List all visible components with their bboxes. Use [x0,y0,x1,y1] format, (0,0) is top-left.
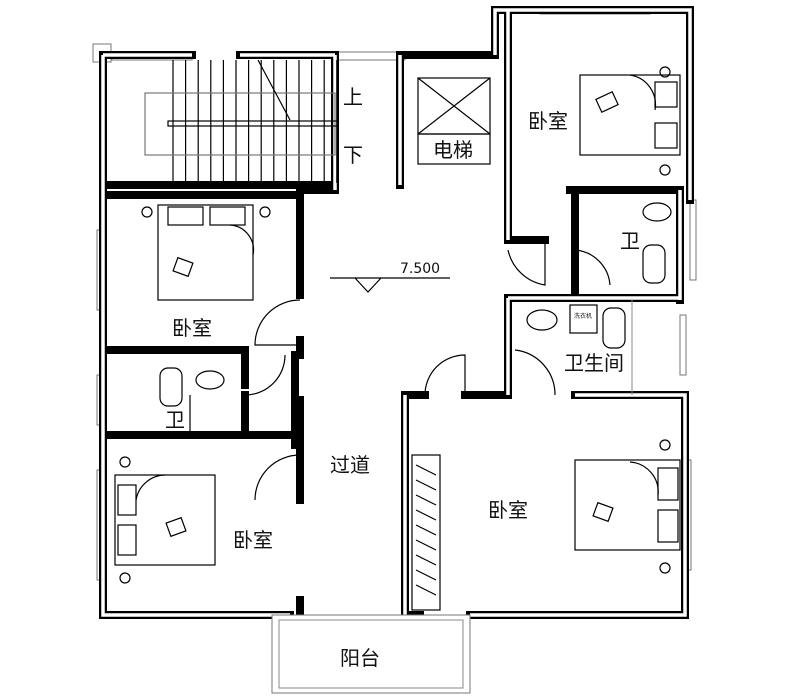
balcony: 阳台 [271,614,471,694]
floor-level-mark: 7.500 [330,261,450,293]
bedroom-top-right-label: 卧室 [528,109,568,133]
wardrobe [411,454,441,611]
bathroom: 洗衣机 卫生间 [526,300,633,395]
windows [92,7,697,619]
bed-bottom-right: 卧室 [488,439,681,574]
bath-left-label: 卫 [165,408,185,432]
elevator: 电梯 [417,77,491,165]
floor-level-text: 7.500 [400,261,440,277]
stair-up-label: 上 [343,85,363,109]
elevator-label: 电梯 [433,138,473,162]
bed-left-bottom: 卧室 [114,456,273,584]
corridor-label: 过道 [330,453,370,477]
washing-machine-label: 洗衣机 [574,312,592,320]
balcony-label: 阳台 [340,646,380,670]
bath-right-small: 卫 [620,202,672,284]
bedroom-left-top-label: 卧室 [172,316,212,340]
walls [99,6,694,619]
bedroom-bottom-right-label: 卧室 [488,498,528,522]
bath-left: 卫 [159,367,225,432]
bedroom-left-bottom-label: 卧室 [233,528,273,552]
staircase: 上 下 [144,59,363,183]
bath-right-label: 卫 [620,229,640,253]
stair-down-label: 下 [343,143,363,167]
bed-left-top: 卧室 [141,204,271,340]
doors [189,240,611,501]
bathroom-label: 卫生间 [564,351,624,375]
bed-top-right: 卧室 [528,66,681,176]
